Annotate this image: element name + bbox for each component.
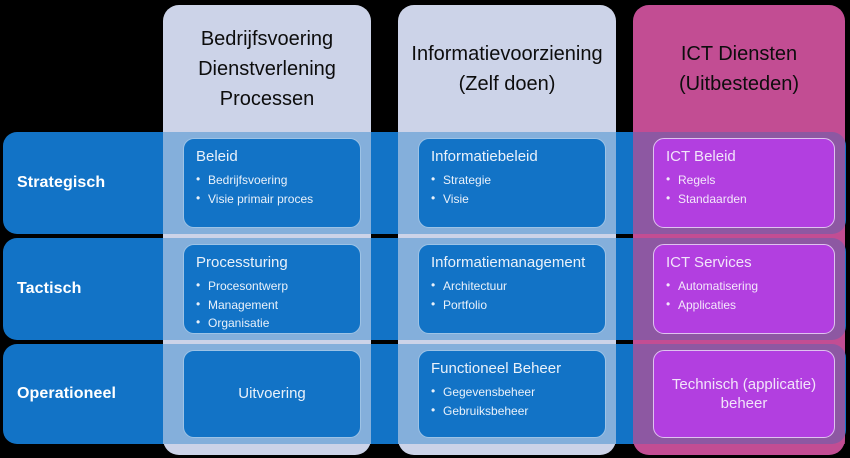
column-title-ict-diensten: ICT Diensten (Uitbesteden) bbox=[633, 5, 845, 133]
cell-title: Processturing bbox=[196, 254, 288, 271]
cell-bullet: Bedrijfsvoering bbox=[196, 170, 348, 190]
cell-bullet-list: Gegevensbeheer Gebruiksbeheer bbox=[431, 382, 593, 421]
cell-strategisch-bedrijfsvoering[interactable]: Beleid Bedrijfsvoering Visie primair pro… bbox=[183, 138, 361, 228]
cell-tactisch-ict-diensten[interactable]: ICT Services Automatisering Applicaties bbox=[653, 244, 835, 334]
cell-bullet: Organisatie bbox=[196, 313, 348, 333]
column-title-line: (Zelf doen) bbox=[458, 72, 556, 95]
cell-bullet-list: Procesontwerp Management Organisatie bbox=[196, 276, 348, 333]
cell-strategisch-informatievoorziening[interactable]: Informatiebeleid Strategie Visie bbox=[418, 138, 606, 228]
column-title-bedrijfsvoering: Bedrijfsvoering Dienstverlening Processe… bbox=[163, 5, 371, 133]
column-title-line: Bedrijfsvoering bbox=[200, 27, 334, 50]
cell-title: Beleid bbox=[196, 148, 238, 165]
cell-title: Functioneel Beheer bbox=[431, 360, 562, 377]
cell-bullet: Strategie bbox=[431, 170, 593, 190]
column-title-line: Processen bbox=[219, 87, 315, 110]
column-title-informatievoorziening: Informatievoorziening (Zelf doen) bbox=[398, 5, 616, 133]
row-label-strategisch: Strategisch bbox=[17, 174, 106, 191]
cell-bullet: Visie bbox=[431, 189, 593, 209]
cell-bullet-list: Architectuur Portfolio bbox=[431, 276, 593, 315]
cell-bullet: Gebruiksbeheer bbox=[431, 401, 593, 421]
cell-center-text: Technisch (applicatie) beheer bbox=[671, 375, 817, 413]
cell-bullet: Automatisering bbox=[666, 276, 822, 296]
column-title-line: Informatievoorziening bbox=[411, 42, 603, 65]
cell-bullet: Procesontwerp bbox=[196, 276, 348, 296]
cell-center-text: Uitvoering bbox=[238, 385, 306, 403]
cell-bullet: Gegevensbeheer bbox=[431, 382, 593, 402]
cell-strategisch-ict-diensten[interactable]: ICT Beleid Regels Standaarden bbox=[653, 138, 835, 228]
cell-tactisch-informatievoorziening[interactable]: Informatiemanagement Architectuur Portfo… bbox=[418, 244, 606, 334]
cell-operationeel-ict-diensten[interactable]: Technisch (applicatie) beheer bbox=[653, 350, 835, 438]
cell-bullet-list: Strategie Visie bbox=[431, 170, 593, 209]
cell-bullet-list: Regels Standaarden bbox=[666, 170, 822, 209]
cell-operationeel-bedrijfsvoering[interactable]: Uitvoering bbox=[183, 350, 361, 438]
cell-bullet: Applicaties bbox=[666, 295, 822, 315]
cell-bullet: Management bbox=[196, 295, 348, 315]
cell-title: Informatiebeleid bbox=[431, 148, 538, 165]
cell-bullet: Architectuur bbox=[431, 276, 593, 296]
cell-bullet-list: Bedrijfsvoering Visie primair proces bbox=[196, 170, 348, 209]
cell-title: ICT Beleid bbox=[666, 148, 736, 165]
row-label-operationeel: Operationeel bbox=[17, 385, 117, 402]
column-title-line: (Uitbesteden) bbox=[678, 72, 800, 95]
cell-operationeel-informatievoorziening[interactable]: Functioneel Beheer Gegevensbeheer Gebrui… bbox=[418, 350, 606, 438]
cell-bullet: Regels bbox=[666, 170, 822, 190]
cell-tactisch-bedrijfsvoering[interactable]: Processturing Procesontwerp Management O… bbox=[183, 244, 361, 334]
cell-bullet-list: Automatisering Applicaties bbox=[666, 276, 822, 315]
column-title-line: ICT Diensten bbox=[680, 42, 798, 65]
column-title-line: Dienstverlening bbox=[198, 57, 336, 80]
row-label-tactisch: Tactisch bbox=[17, 280, 82, 297]
cell-bullet: Portfolio bbox=[431, 295, 593, 315]
cell-bullet: Visie primair proces bbox=[196, 189, 348, 209]
cell-bullet: Standaarden bbox=[666, 189, 822, 209]
cell-title: ICT Services bbox=[666, 254, 752, 271]
cell-title: Informatiemanagement bbox=[431, 254, 586, 271]
